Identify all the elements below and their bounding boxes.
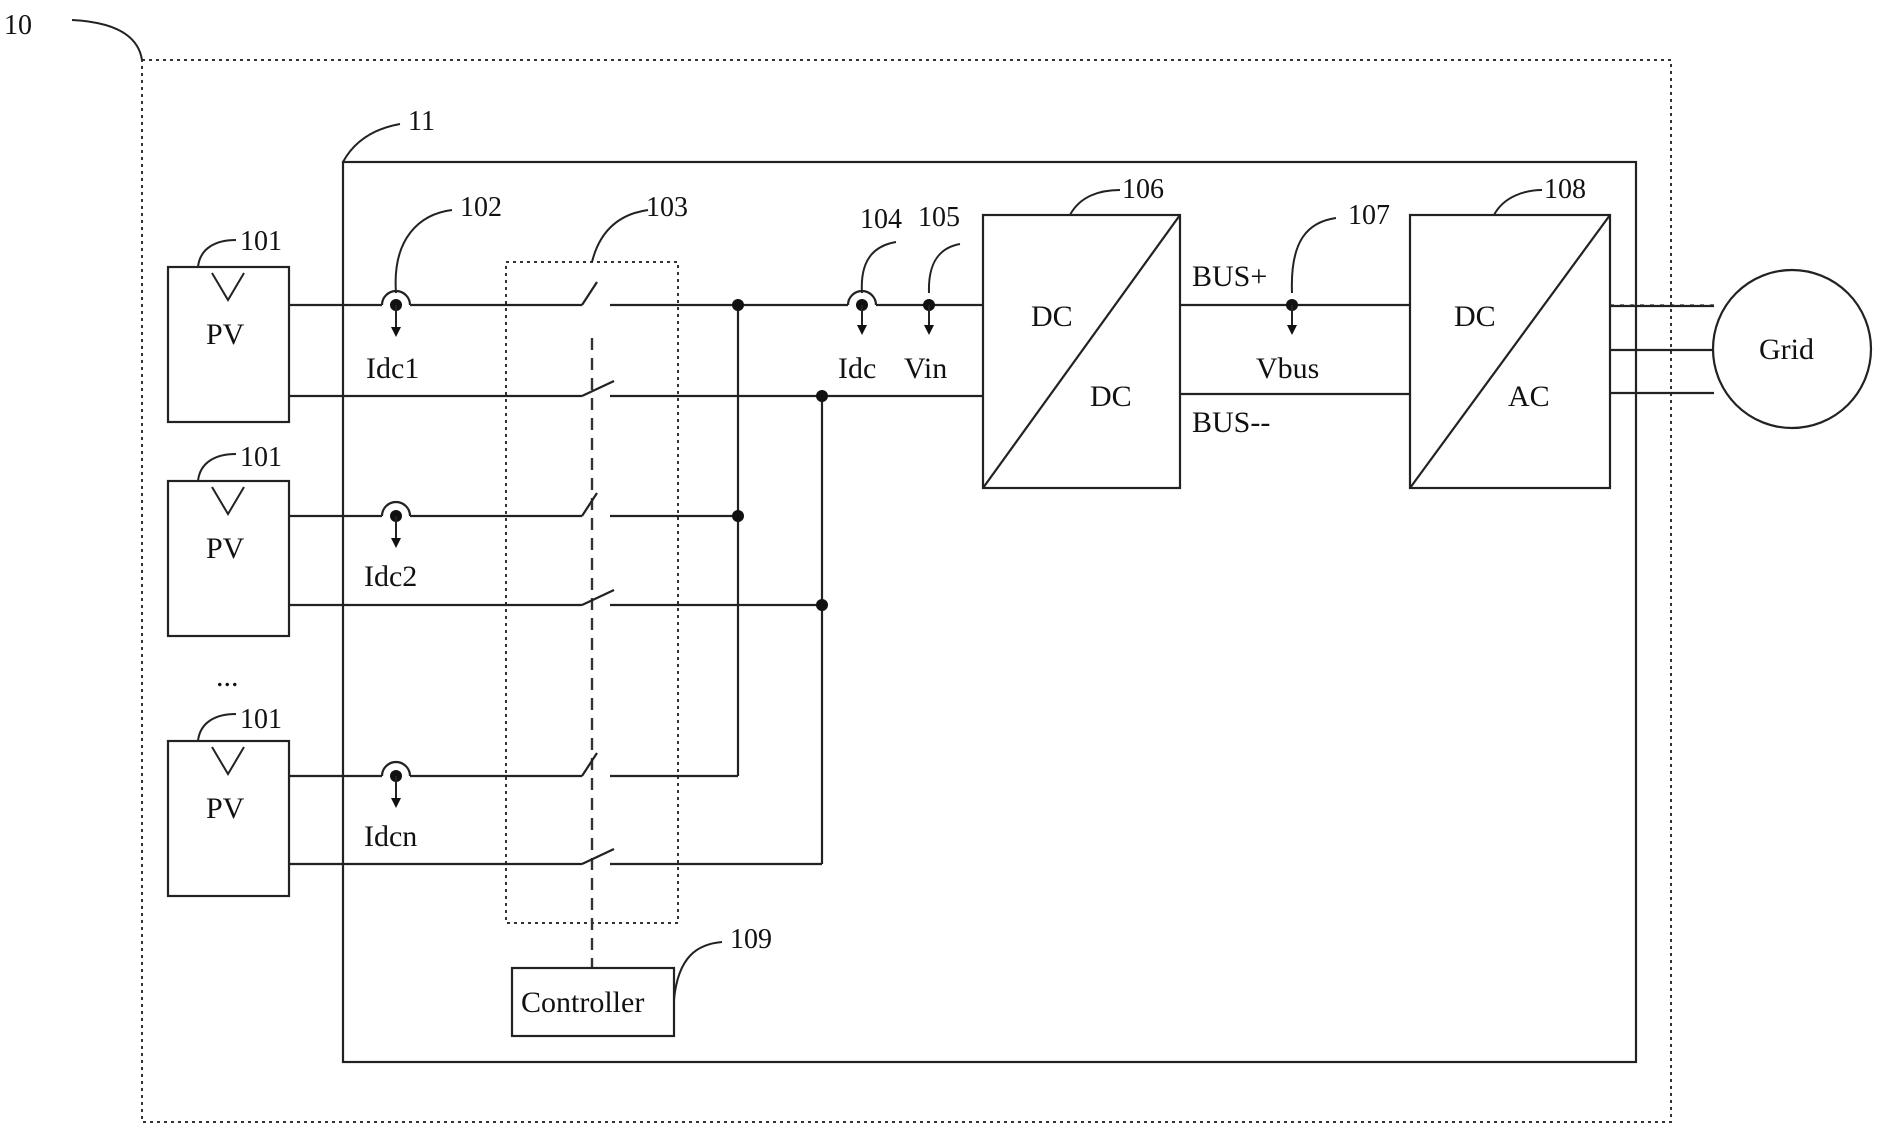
switch-box-leader — [592, 210, 648, 262]
dcac-ref-label: 108 — [1544, 174, 1586, 205]
idc2-label: Idc2 — [364, 560, 417, 593]
idc-ref-label: 104 — [860, 204, 902, 235]
dc-dc-converter: DC DC 106 — [983, 174, 1180, 488]
sensor-ref-leader — [396, 210, 452, 293]
system-ref-label: 10 — [4, 10, 32, 41]
sensor-ref-label: 102 — [460, 192, 502, 223]
dcdc-output-label: DC — [1090, 380, 1132, 413]
grid: Grid — [1713, 270, 1871, 428]
negative-wiring — [289, 381, 983, 864]
current-sensor-2: Idc2 — [364, 510, 417, 593]
dcdc-input-label: DC — [1031, 300, 1073, 333]
pv-ref-label-n: 101 — [240, 704, 282, 735]
junction-dots — [732, 299, 828, 611]
device-leader — [343, 124, 400, 162]
idcn-label: Idcn — [364, 820, 417, 853]
grid-label: Grid — [1759, 333, 1814, 366]
dcac-input-label: DC — [1454, 300, 1496, 333]
switch-ref-label: 103 — [646, 192, 688, 223]
pv-panel-n: 101 PV — [168, 704, 289, 896]
bus-plus-label: BUS+ — [1192, 260, 1267, 293]
controller: Controller 109 — [512, 924, 772, 1036]
dcac-output-label: AC — [1508, 380, 1550, 413]
vin-label: Vin — [904, 352, 947, 385]
vbus-label: Vbus — [1256, 352, 1319, 385]
dcdc-ref-label: 106 — [1122, 174, 1164, 205]
vin-sensor: 105 Vin — [904, 202, 960, 385]
controller-ref-label: 109 — [730, 924, 772, 955]
vin-ref-label: 105 — [918, 202, 960, 233]
pv-ref-label-1: 101 — [240, 226, 282, 257]
pv-label-2: PV — [206, 532, 245, 565]
pv-panel-1: 101 PV — [168, 226, 289, 422]
dc-bus: BUS+ BUS-- Vbus 107 — [1180, 200, 1410, 439]
idc1-label: Idc1 — [366, 352, 419, 385]
pv-panel-2: 101 PV — [168, 442, 289, 636]
current-sensor-n: Idcn — [364, 770, 417, 853]
device-boundary — [343, 162, 1636, 1062]
bus-minus-label: BUS-- — [1192, 406, 1270, 439]
device-ref-label: 11 — [408, 106, 435, 137]
controller-label: Controller — [521, 986, 644, 1019]
dc-ac-inverter: DC AC 108 — [1410, 174, 1610, 488]
pv-ellipsis: ... — [216, 660, 239, 693]
pv-ref-label-2: 101 — [240, 442, 282, 473]
pv-label-1: PV — [206, 318, 245, 351]
ac-output-lines — [1610, 305, 1714, 393]
current-sensor-1: Idc1 — [366, 299, 419, 385]
pv-label-n: PV — [206, 792, 245, 825]
vbus-ref-label: 107 — [1348, 200, 1390, 231]
system-leader — [72, 20, 142, 60]
idc-label: Idc — [838, 352, 876, 385]
